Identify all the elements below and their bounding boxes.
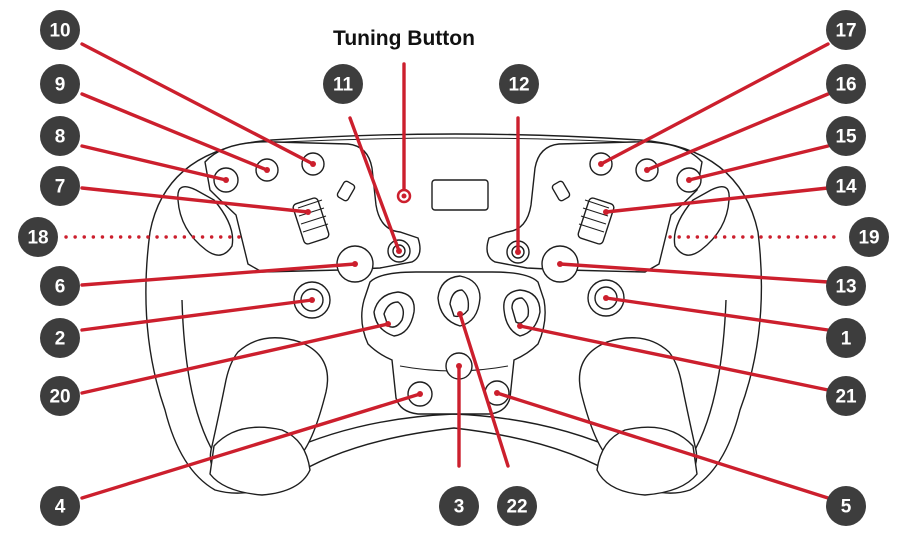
callout-6: 6 <box>40 266 80 306</box>
svg-text:13: 13 <box>835 277 856 298</box>
svg-text:15: 15 <box>835 127 857 148</box>
callout-20: 20 <box>40 376 80 416</box>
leader-5 <box>495 391 830 500</box>
leader-1 <box>604 296 830 332</box>
svg-text:21: 21 <box>835 387 857 408</box>
svg-text:5: 5 <box>841 497 852 518</box>
tuning-button[interactable] <box>396 188 412 204</box>
callout-3: 3 <box>439 486 479 526</box>
display-screen <box>431 179 489 211</box>
rotary-21[interactable] <box>503 289 541 337</box>
leader-4 <box>80 392 422 500</box>
callout-13: 13 <box>826 266 866 306</box>
leader-16 <box>645 92 830 172</box>
svg-text:20: 20 <box>49 387 70 408</box>
callout-11: 11 <box>323 64 363 104</box>
callout-22: 22 <box>497 486 537 526</box>
callout-9: 9 <box>40 64 80 104</box>
leader-11 <box>348 116 401 253</box>
leader-17 <box>599 42 830 166</box>
callout-4: 4 <box>40 486 80 526</box>
tuning-button-label: Tuning Button <box>333 27 475 50</box>
svg-text:1: 1 <box>841 329 852 350</box>
callout-5: 5 <box>826 486 866 526</box>
svg-text:11: 11 <box>333 75 354 96</box>
callout-17: 17 <box>826 10 866 50</box>
callout-10: 10 <box>40 10 80 50</box>
callout-12: 12 <box>499 64 539 104</box>
callout-1: 1 <box>826 318 866 358</box>
wheel-body <box>145 133 763 496</box>
left-paddle <box>177 186 234 256</box>
leader-14 <box>604 186 830 214</box>
svg-text:18: 18 <box>27 228 48 249</box>
leader-lines <box>64 42 842 500</box>
svg-text:17: 17 <box>835 21 856 42</box>
svg-text:14: 14 <box>835 177 857 198</box>
callout-18: 18 <box>18 217 58 257</box>
leader-7 <box>80 186 310 214</box>
leader-22 <box>458 312 510 468</box>
svg-text:16: 16 <box>835 75 856 96</box>
left-rotary-encoder[interactable] <box>292 180 356 245</box>
callout-14: 14 <box>826 166 866 206</box>
callout-8: 8 <box>40 116 80 156</box>
leader-tips <box>223 161 692 397</box>
leader-8 <box>80 144 228 182</box>
svg-text:22: 22 <box>506 497 527 518</box>
svg-text:2: 2 <box>55 329 66 350</box>
leader-2 <box>80 298 314 332</box>
callout-7: 7 <box>40 166 80 206</box>
callout-15: 15 <box>826 116 866 156</box>
callout-badges: 10 9 8 7 18 6 2 20 4 11 12 3 22 17 16 <box>18 10 889 526</box>
svg-text:8: 8 <box>55 127 66 148</box>
leader-20 <box>80 322 390 395</box>
svg-text:7: 7 <box>55 177 66 198</box>
svg-text:12: 12 <box>508 75 529 96</box>
callout-19: 19 <box>849 217 889 257</box>
svg-text:4: 4 <box>55 497 66 518</box>
callout-21: 21 <box>826 376 866 416</box>
svg-text:9: 9 <box>55 75 66 96</box>
leader-15 <box>687 144 830 182</box>
leader-21 <box>518 324 830 392</box>
svg-text:10: 10 <box>49 21 70 42</box>
svg-text:6: 6 <box>55 277 66 298</box>
svg-text:3: 3 <box>454 497 465 518</box>
leader-9 <box>80 92 269 172</box>
callout-2: 2 <box>40 318 80 358</box>
leader-10 <box>80 42 315 166</box>
leader-6 <box>80 262 357 287</box>
leader-13 <box>558 262 830 284</box>
svg-text:19: 19 <box>858 228 879 249</box>
callout-16: 16 <box>826 64 866 104</box>
